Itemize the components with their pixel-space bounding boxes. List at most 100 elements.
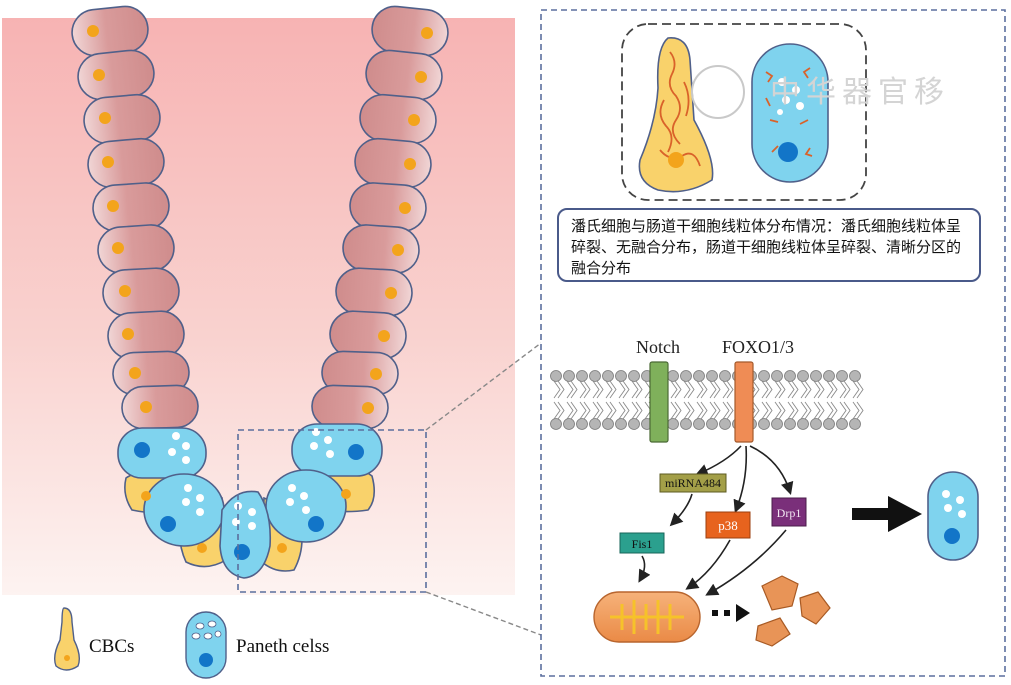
lipid-tail (566, 380, 578, 399)
lipid-head (680, 370, 692, 382)
lipid-tail (631, 401, 643, 420)
mirna484-node (659, 473, 727, 493)
lipid-head (615, 370, 627, 382)
lipid-head (706, 370, 718, 382)
lipid-head (758, 370, 770, 382)
lipid-tail (800, 380, 812, 399)
zoom-region-box (237, 429, 427, 593)
fragmented-mitochondrion (755, 575, 831, 647)
lipid-tail (774, 401, 786, 420)
lipid-tail (774, 380, 786, 399)
lipid-tail (553, 401, 565, 420)
mitochondrion-cristae (610, 600, 684, 634)
paneth-cell (143, 473, 225, 547)
lipid-head (602, 370, 614, 382)
p38-node (705, 511, 751, 539)
lipid-head (849, 418, 861, 430)
lipid-tail (670, 401, 682, 420)
paneth-mitochondria-nucleus (778, 142, 798, 162)
lipid-tail (722, 380, 734, 399)
lipid-head (810, 370, 822, 382)
lipid-tail (709, 401, 721, 420)
lipid-head (550, 418, 562, 430)
legend-paneth-icon (185, 611, 227, 679)
lipid-tail (839, 401, 851, 420)
lipid-tail (670, 380, 682, 399)
lipid-tail (566, 401, 578, 420)
result-paneth-nucleus (944, 528, 960, 544)
lipid-tail (852, 401, 864, 420)
notch-label: Notch (636, 337, 680, 357)
lipid-tail (631, 380, 643, 399)
lipid-head (667, 370, 679, 382)
result-arrow (852, 496, 922, 532)
lipid-tail (826, 401, 838, 420)
paneth-cell (219, 490, 272, 579)
mirna484-label: miRNA484 (665, 476, 721, 490)
lipid-tail (761, 401, 773, 420)
paneth-cell (291, 423, 383, 477)
lipid-tail (592, 380, 604, 399)
right-column-nuclei (362, 27, 433, 414)
foxo-receptor (734, 361, 754, 443)
lipid-head (836, 370, 848, 382)
lipid-head (693, 418, 705, 430)
left-column-nuclei (87, 25, 152, 413)
lipid-head (810, 418, 822, 430)
lipid-tail (839, 380, 851, 399)
zoom-connector-top (425, 342, 542, 431)
drp1-label: Drp1 (777, 506, 802, 520)
legend-cbc-label: CBCs (89, 636, 134, 657)
lipid-head (719, 418, 731, 430)
lipid-head (576, 418, 588, 430)
lipid-tail (592, 401, 604, 420)
lipid-tail (800, 401, 812, 420)
result-paneth-granules (942, 490, 966, 518)
cbc-mitochondria-nucleus (668, 152, 684, 168)
lipid-head (719, 370, 731, 382)
fis1-node (619, 532, 665, 554)
lipid-tail (826, 380, 838, 399)
lipid-head (784, 418, 796, 430)
zoom-connector-bottom (425, 591, 542, 636)
fused-mitochondria-network (659, 51, 701, 167)
fragmented-mitochondria (765, 67, 813, 157)
lipid-head (628, 418, 640, 430)
left-crypt-column (71, 5, 199, 430)
paneth-cell (117, 427, 207, 479)
notch-receptor (649, 361, 669, 443)
lipid-tail (683, 401, 695, 420)
pathway-arrows (638, 445, 794, 596)
right-crypt-column (311, 5, 449, 430)
lipid-head (771, 418, 783, 430)
lipid-tail (579, 401, 591, 420)
paneth-mitochondria-granules (777, 78, 804, 115)
lipid-head (797, 418, 809, 430)
lipid-tail (722, 401, 734, 420)
lipid-tail (605, 401, 617, 420)
foxo-label: FOXO1/3 (722, 337, 794, 357)
lipid-head (784, 370, 796, 382)
cbc-nuclei (141, 489, 351, 553)
lipid-head (615, 418, 627, 430)
legend-cbc-icon (53, 607, 81, 671)
lipid-head (563, 370, 575, 382)
drp1-node (771, 497, 807, 527)
lipid-tail (813, 401, 825, 420)
lipid-head (589, 418, 601, 430)
lipid-head (836, 418, 848, 430)
legend-paneth-label: Paneth celss (236, 636, 329, 657)
lipid-tail (618, 380, 630, 399)
lipid-tail (618, 401, 630, 420)
lipid-head (706, 418, 718, 430)
lipid-head (667, 418, 679, 430)
lipid-tail (605, 380, 617, 399)
lipid-tail (579, 380, 591, 399)
dotted-fission-arrow (712, 604, 750, 622)
lipid-tail (696, 380, 708, 399)
legend-paneth-granules (191, 620, 222, 640)
lipid-tail (683, 380, 695, 399)
watermark-seal (691, 65, 745, 119)
lipid-tail (553, 380, 565, 399)
